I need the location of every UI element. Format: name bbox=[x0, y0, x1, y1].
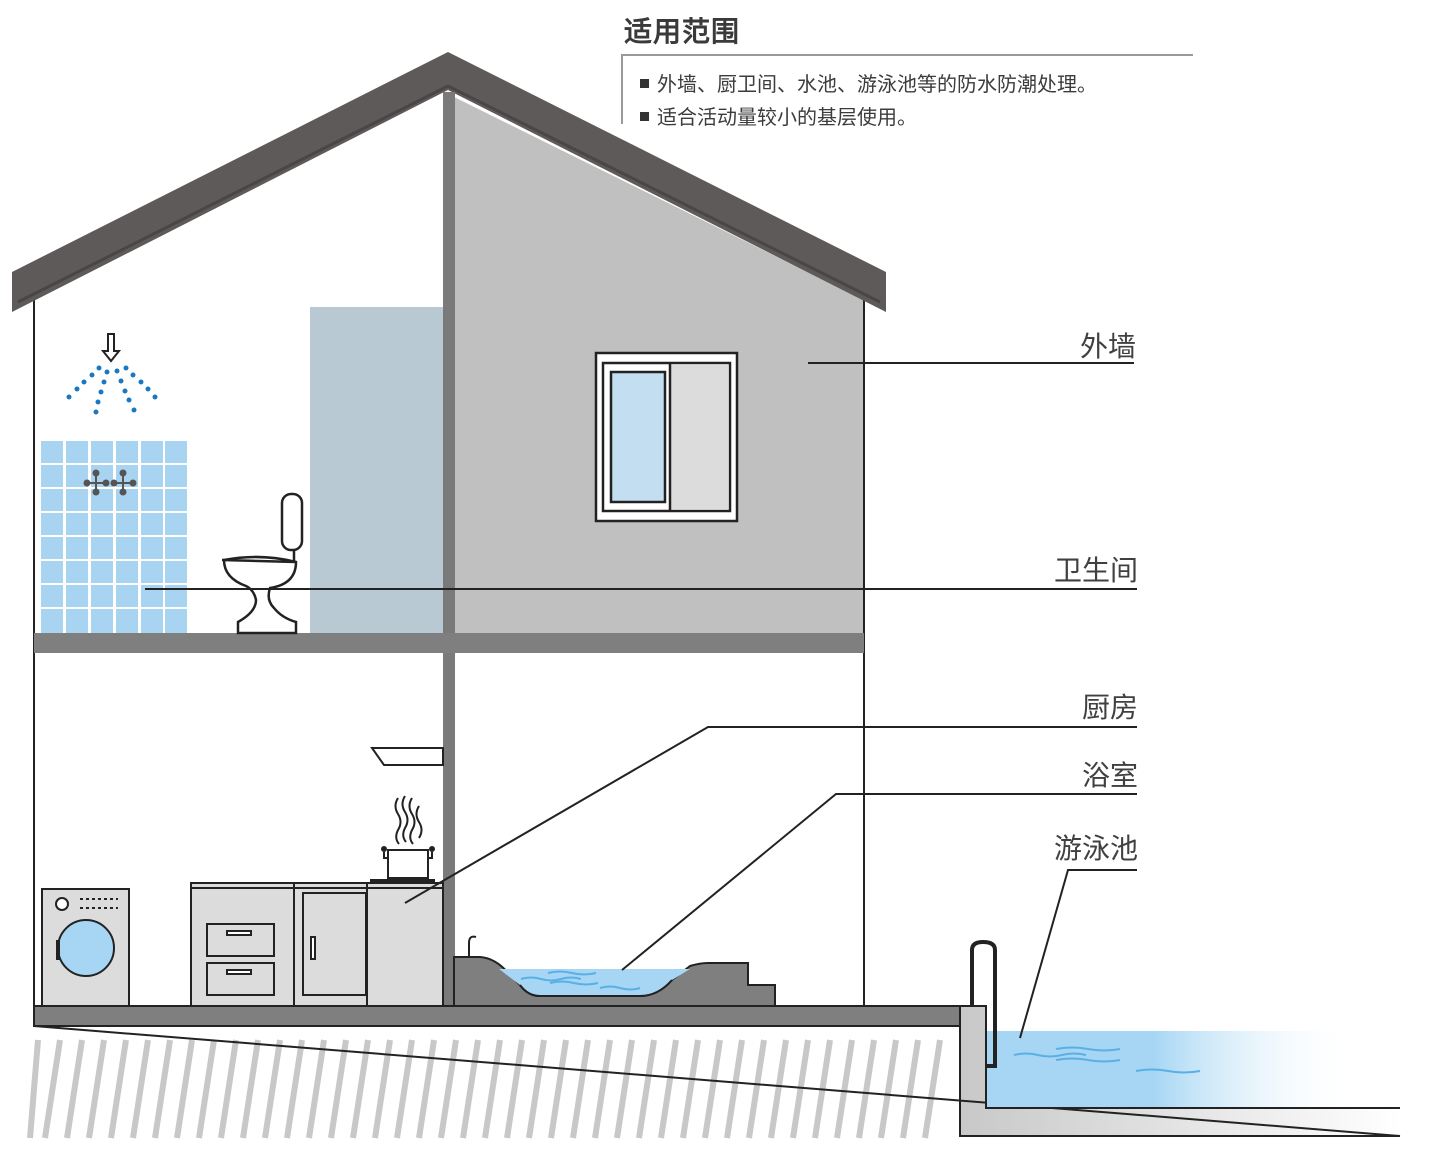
toilet-icon bbox=[221, 492, 304, 635]
label-restroom: 卫生间 bbox=[1053, 554, 1138, 587]
bathtub bbox=[453, 935, 776, 1007]
tile-wall bbox=[41, 441, 187, 633]
square-bullet-icon bbox=[640, 79, 649, 88]
page-title: 适用范围 bbox=[624, 15, 741, 48]
description-box bbox=[621, 54, 1193, 124]
kitchen-cabinets bbox=[190, 879, 444, 1007]
ground-hatch bbox=[27, 1039, 943, 1139]
label-bathroom: 浴室 bbox=[1081, 759, 1138, 792]
pool-ladder-icon bbox=[970, 939, 997, 1068]
faucet-icon bbox=[83, 469, 137, 496]
bullet-item: 适合活动量较小的基层使用。 bbox=[640, 101, 917, 130]
square-bullet-icon bbox=[640, 112, 649, 121]
bathroom-partition bbox=[310, 307, 444, 633]
window bbox=[594, 351, 739, 523]
upper-floor-slab bbox=[34, 633, 864, 653]
label-exterior-wall: 外墙 bbox=[1079, 330, 1136, 363]
shower-icon bbox=[66, 333, 158, 415]
range-hood bbox=[370, 747, 444, 766]
cooking-pot-icon bbox=[381, 795, 435, 879]
bullet-item: 外墙、厨卫间、水池、游泳池等的防水防潮处理。 bbox=[640, 68, 1097, 97]
pool-water bbox=[987, 1031, 1357, 1107]
label-kitchen: 厨房 bbox=[1081, 691, 1138, 724]
center-column bbox=[443, 92, 455, 1006]
label-swimming-pool: 游泳池 bbox=[1053, 832, 1138, 865]
leader-lines bbox=[145, 362, 1137, 1039]
washing-machine-icon bbox=[41, 888, 130, 1007]
